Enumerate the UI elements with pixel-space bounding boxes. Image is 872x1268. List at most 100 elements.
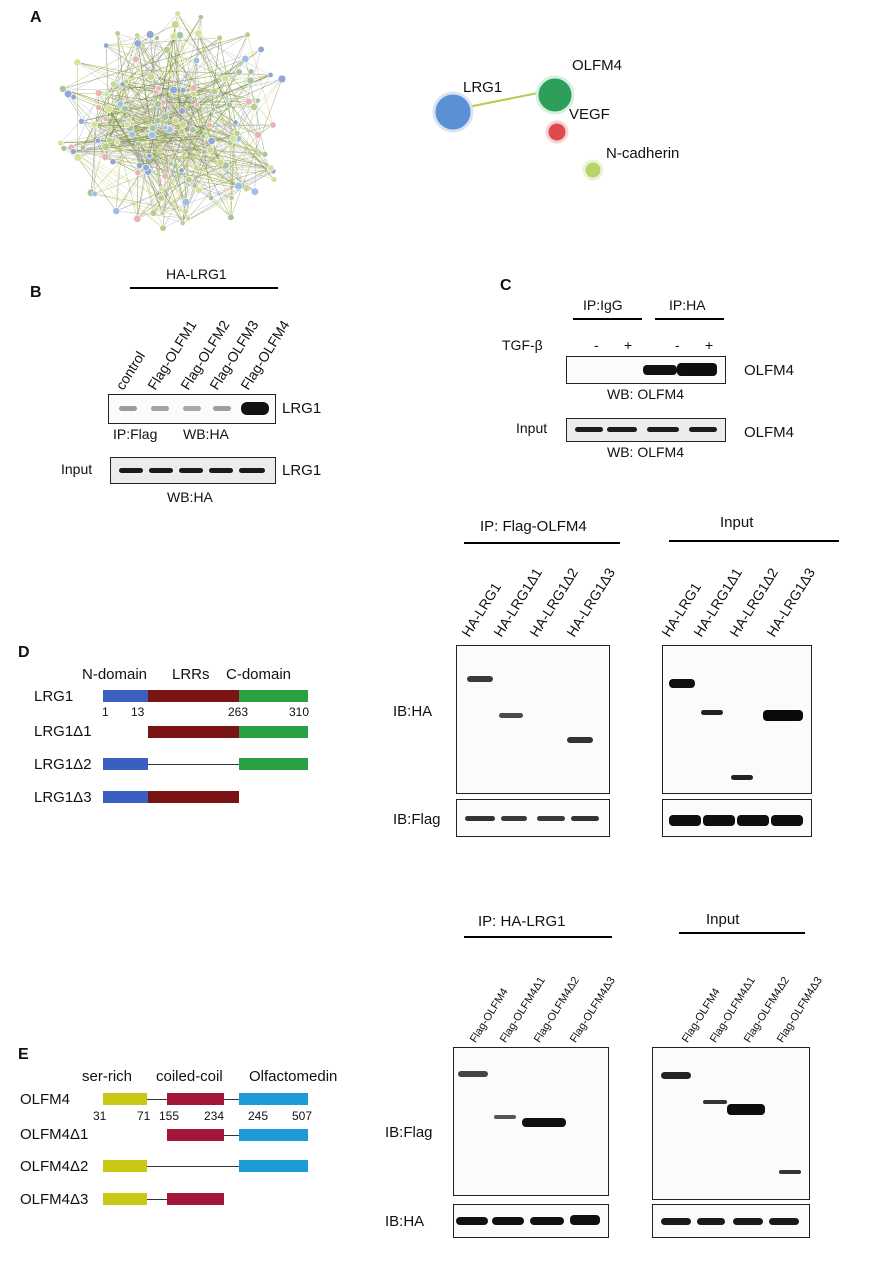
e-linker xyxy=(224,1099,239,1100)
c-input-caption: WB: OLFM4 xyxy=(607,444,685,460)
e-ib-top-label: IB:Flag xyxy=(385,1124,433,1141)
b-ip-side-label: LRG1 xyxy=(282,400,322,417)
d-n-domain xyxy=(103,758,148,770)
network-node xyxy=(121,105,129,113)
network-edge xyxy=(117,33,124,83)
network-node xyxy=(136,161,144,169)
network-edge xyxy=(158,88,266,155)
d-ib-bottom-label: IB:Flag xyxy=(393,811,441,828)
network-edge xyxy=(105,118,211,150)
d-ip-flag-blot xyxy=(456,799,610,837)
network-edge xyxy=(173,36,183,112)
network-node xyxy=(185,215,191,222)
b-input-side-label: LRG1 xyxy=(282,462,322,479)
network-edge xyxy=(105,36,174,158)
network-edge xyxy=(94,193,189,219)
network-edge xyxy=(137,142,231,173)
network-node xyxy=(154,35,160,41)
network-edge xyxy=(137,143,139,219)
network-node xyxy=(234,181,243,191)
c-sign: + xyxy=(705,337,714,353)
e-ip-ha-blot xyxy=(453,1204,609,1238)
network-node xyxy=(73,153,82,162)
c-ip-caption: WB: OLFM4 xyxy=(607,386,685,402)
c-ip-blot xyxy=(566,356,726,384)
ppi-network-small xyxy=(432,75,604,181)
network-edge xyxy=(77,62,239,188)
network-edge xyxy=(106,45,167,51)
network-node xyxy=(159,224,167,232)
network-edge xyxy=(123,82,198,106)
network-edge xyxy=(62,88,170,130)
network-edge xyxy=(73,151,117,212)
network-node xyxy=(195,186,203,195)
network-node xyxy=(57,139,64,147)
e-olf-domain xyxy=(239,1093,308,1105)
e-construct-label: OLFM4 xyxy=(20,1091,71,1108)
network-node xyxy=(133,39,142,48)
network-node xyxy=(94,137,101,144)
network-node xyxy=(200,148,208,156)
d-domain-label: N-domain xyxy=(82,666,148,683)
e-position: 245 xyxy=(248,1109,269,1123)
network-edge xyxy=(122,84,154,214)
network-node xyxy=(232,119,239,126)
network-edge xyxy=(60,109,214,144)
d-c-domain xyxy=(239,726,308,738)
network-node xyxy=(131,55,140,64)
b-input-label: Input xyxy=(61,461,93,477)
network-node xyxy=(216,158,225,167)
network-edge xyxy=(198,167,271,191)
d-c-domain xyxy=(239,690,308,702)
network-node xyxy=(179,87,187,94)
network-node xyxy=(91,190,98,197)
network-edge xyxy=(106,34,151,46)
network-node xyxy=(104,104,114,114)
network-node xyxy=(192,56,201,65)
network-edge xyxy=(153,212,183,224)
c-sign: - xyxy=(675,337,680,353)
d-n-domain xyxy=(103,690,148,702)
network-edge xyxy=(198,33,252,72)
network-node xyxy=(134,169,142,177)
network-edge xyxy=(182,168,271,224)
network-edge xyxy=(147,90,184,172)
network-node xyxy=(128,130,136,139)
network-edge xyxy=(210,197,232,218)
network-edge xyxy=(198,78,283,191)
network-node xyxy=(145,30,155,39)
network-edge xyxy=(175,120,256,192)
network-edge xyxy=(162,34,248,214)
node-label-olfm4: OLFM4 xyxy=(572,57,623,74)
network-node xyxy=(185,176,193,184)
network-edge xyxy=(175,24,271,76)
network-node xyxy=(250,103,258,111)
network-edge xyxy=(131,103,159,135)
network-edge xyxy=(77,62,184,91)
node-lrg1 xyxy=(432,91,474,133)
network-edge xyxy=(62,37,157,90)
b-ip-caption-left: IP:Flag xyxy=(113,426,158,442)
network-edge xyxy=(177,13,197,168)
network-edge xyxy=(177,13,271,169)
network-edge xyxy=(156,37,211,150)
d-position: 310 xyxy=(289,705,310,719)
network-node xyxy=(113,138,121,146)
network-node xyxy=(109,158,117,166)
d-domain-label: LRRs xyxy=(172,666,210,683)
network-node xyxy=(257,45,265,53)
node-olfm4 xyxy=(535,75,575,115)
network-node xyxy=(158,185,165,193)
e-position: 155 xyxy=(159,1109,180,1123)
network-node xyxy=(69,148,77,155)
network-edge xyxy=(68,35,174,95)
network-edge xyxy=(195,142,231,168)
e-ser-domain xyxy=(103,1160,147,1172)
network-edge xyxy=(77,140,99,158)
network-node xyxy=(267,71,274,78)
network-edge xyxy=(131,17,201,135)
network-edge xyxy=(254,100,259,192)
network-node xyxy=(116,100,124,108)
network-node xyxy=(134,32,141,39)
network-edge xyxy=(165,127,239,187)
